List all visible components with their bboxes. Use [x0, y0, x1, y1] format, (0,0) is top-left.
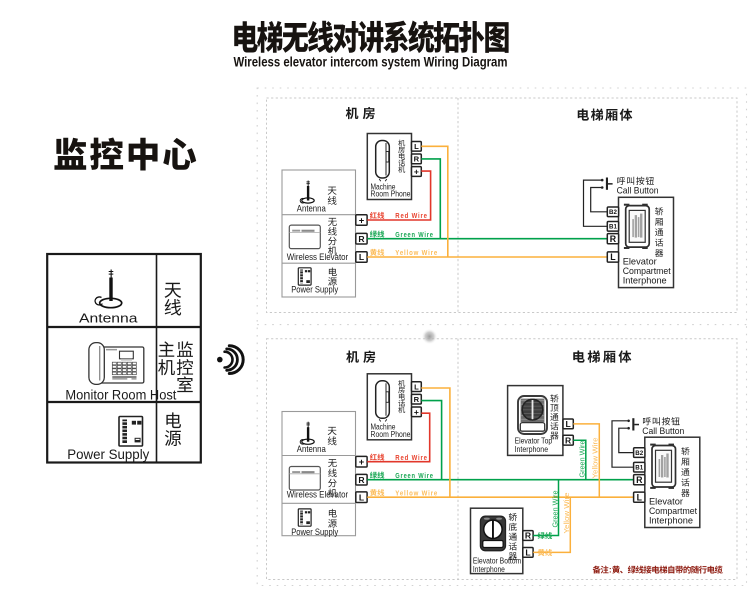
- svg-text:Antenna: Antenna: [297, 204, 327, 214]
- svg-text:R: R: [636, 475, 643, 485]
- svg-text:Room Phone: Room Phone: [371, 190, 411, 199]
- svg-text:Yellow Wire: Yellow Wire: [395, 488, 438, 497]
- svg-text:B1: B1: [609, 224, 617, 231]
- svg-text:Call Button: Call Button: [642, 426, 684, 437]
- svg-text:R: R: [414, 155, 420, 164]
- svg-text:Power Supply: Power Supply: [67, 447, 149, 462]
- svg-text:Green Wire: Green Wire: [580, 440, 587, 477]
- svg-text:Interphone: Interphone: [515, 444, 549, 454]
- svg-text:R: R: [565, 435, 572, 445]
- svg-text:Antenna: Antenna: [297, 444, 327, 454]
- svg-text:B1: B1: [635, 464, 643, 471]
- svg-text:Red Wire: Red Wire: [395, 211, 428, 220]
- svg-text:Green Wire: Green Wire: [552, 490, 559, 527]
- svg-text:R: R: [610, 234, 617, 244]
- svg-text:+: +: [414, 407, 419, 417]
- svg-text:Elevator: Elevator: [623, 257, 657, 267]
- svg-text:+: +: [414, 167, 419, 177]
- svg-text:R: R: [525, 531, 532, 541]
- svg-text:Yellow Wire: Yellow Wire: [395, 248, 438, 257]
- svg-text:Wireless Elevator: Wireless Elevator: [287, 490, 349, 501]
- svg-text:Interphone: Interphone: [649, 515, 693, 525]
- svg-text:R: R: [358, 475, 365, 485]
- svg-text:Power Supply: Power Supply: [291, 527, 338, 538]
- svg-text:L: L: [414, 142, 419, 151]
- svg-text:Wireless Elevator: Wireless Elevator: [287, 252, 349, 263]
- svg-text:Elevator Top: Elevator Top: [515, 436, 553, 446]
- svg-text:Wireless elevator intercom sys: Wireless elevator intercom system Wiring…: [234, 53, 508, 69]
- svg-text:Red Wire: Red Wire: [395, 453, 428, 462]
- svg-text:Power Supply: Power Supply: [291, 284, 338, 295]
- svg-text:Yellow Wire: Yellow Wire: [593, 437, 600, 478]
- svg-text:Machine: Machine: [371, 423, 396, 432]
- svg-text:L: L: [359, 252, 364, 262]
- svg-text:Elevator: Elevator: [649, 497, 683, 507]
- svg-text:L: L: [610, 252, 616, 262]
- svg-text:Elevator Bottom: Elevator Bottom: [473, 556, 521, 566]
- svg-text:L: L: [637, 492, 643, 502]
- svg-text:L: L: [566, 419, 571, 429]
- svg-text:Call Button: Call Button: [617, 186, 659, 197]
- svg-text:Green Wire: Green Wire: [395, 230, 434, 239]
- svg-text:Antenna: Antenna: [79, 311, 138, 326]
- svg-text:Green Wire: Green Wire: [395, 471, 434, 480]
- svg-text::: :: [609, 564, 612, 574]
- svg-text:Machine: Machine: [371, 182, 396, 191]
- svg-text:L: L: [359, 492, 364, 502]
- svg-text:Interphone: Interphone: [473, 564, 505, 574]
- svg-text:L: L: [414, 382, 419, 391]
- svg-text:Monitor Room Host: Monitor Room Host: [65, 388, 176, 403]
- svg-text:R: R: [414, 395, 420, 404]
- svg-text:Yellow Wire: Yellow Wire: [564, 492, 571, 533]
- svg-text:Compartmet: Compartmet: [649, 506, 697, 516]
- svg-text:Room Phone: Room Phone: [371, 430, 411, 439]
- svg-text:L: L: [525, 547, 530, 557]
- svg-text:B2: B2: [635, 450, 643, 457]
- svg-text:+: +: [359, 214, 365, 225]
- svg-text:+: +: [359, 456, 365, 467]
- svg-text:Interphone: Interphone: [623, 276, 667, 286]
- svg-text:Compartmet: Compartmet: [623, 266, 671, 276]
- svg-text:B2: B2: [609, 209, 617, 216]
- svg-text:R: R: [358, 234, 365, 244]
